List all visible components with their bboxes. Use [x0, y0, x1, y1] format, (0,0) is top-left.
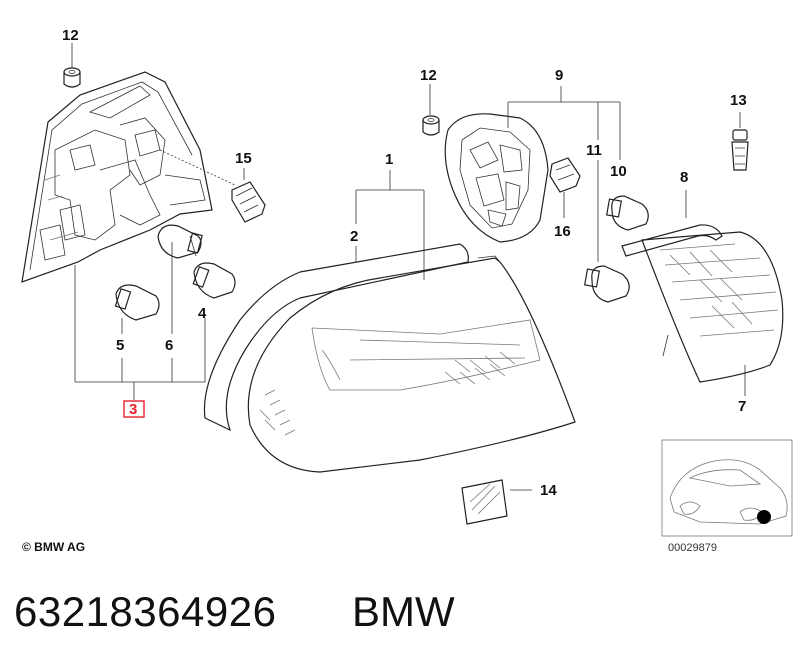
label-1: 1 [385, 151, 393, 168]
tail-lamp-lens-1 [247, 255, 576, 473]
leader-bracket-3 [74, 242, 206, 400]
socket-16 [549, 157, 581, 218]
inner-lens-7 [641, 231, 784, 396]
location-marker-dot [757, 510, 771, 524]
bulb-13 [731, 112, 749, 171]
label-16: 16 [554, 223, 571, 240]
bulb-carrier-assembly [21, 71, 236, 283]
grommet-12-left [63, 43, 81, 88]
label-3-highlight-box [123, 400, 145, 418]
grommet-12-center [422, 84, 440, 136]
label-10: 10 [610, 163, 627, 180]
copyright-notice: © BMW AG [22, 540, 86, 554]
label-5: 5 [116, 337, 124, 354]
gasket-2 [203, 243, 469, 432]
bulb-10 [606, 195, 649, 231]
label-12-left: 12 [62, 27, 79, 44]
socket-15 [231, 168, 266, 223]
bulb-11 [584, 265, 630, 303]
bulb-4 [192, 262, 236, 299]
bulb-5 [114, 284, 160, 321]
label-6: 6 [165, 337, 173, 354]
label-2: 2 [350, 228, 358, 245]
bulb-holder-9 [444, 113, 549, 243]
footer-brand: BMW [352, 588, 455, 635]
leader-lines-9-10-11 [507, 86, 621, 262]
label-9: 9 [555, 67, 563, 84]
label-15: 15 [235, 150, 252, 167]
label-4: 4 [198, 305, 207, 322]
label-7: 7 [738, 398, 746, 415]
label-13: 13 [730, 92, 747, 109]
footer-part-number: 63218364926 [14, 588, 277, 635]
bulb-6 [157, 224, 203, 259]
leader-lines-1-2 [355, 170, 425, 280]
label-14: 14 [540, 482, 557, 499]
diagram-id: 00029879 [668, 542, 717, 554]
label-8: 8 [680, 169, 688, 186]
car-location-inset [661, 439, 793, 537]
label-12-center: 12 [420, 67, 437, 84]
sticker-14 [461, 479, 532, 525]
label-11: 11 [586, 142, 602, 159]
label-3: 3 [129, 401, 137, 418]
